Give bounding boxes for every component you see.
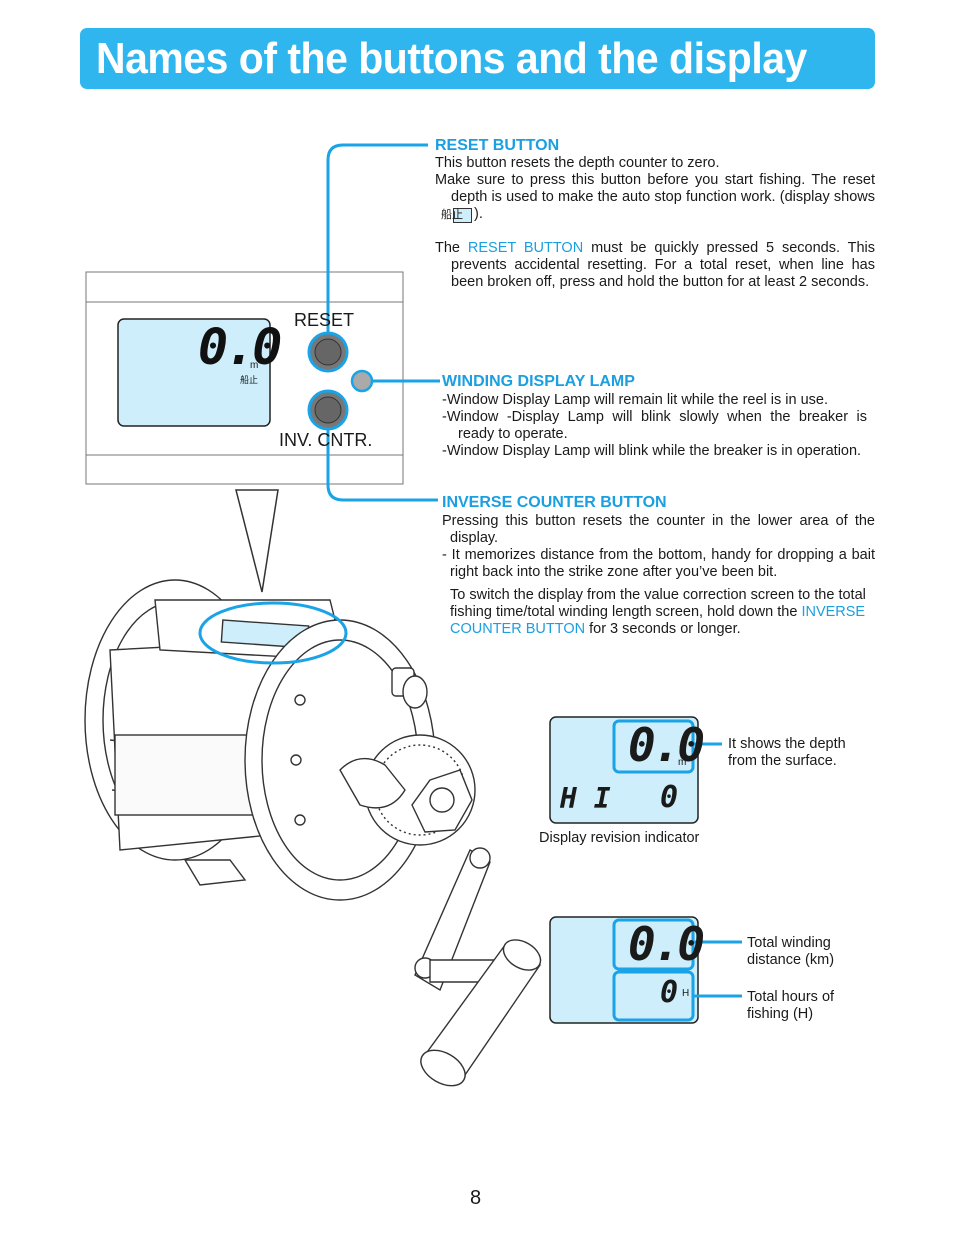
inverse-line3-rest: for 3 seconds or longer. [589, 621, 741, 637]
display-2 [549, 916, 742, 1024]
inverse-button-ref: INVERSE COUNTER BUTTON [450, 604, 866, 637]
display2-lower-unit: H [682, 988, 690, 999]
control-panel [85, 271, 404, 485]
display1-lower-left: H I [560, 782, 611, 815]
title-bar: Names of the buttons and the display [80, 28, 875, 89]
display2-lower-value: 0 [660, 975, 679, 1010]
winding-item1: -Window Display Lamp will remain lit whi… [442, 392, 828, 408]
display2-value: 0.0 [628, 917, 705, 971]
page-number: 8 [470, 1187, 482, 1209]
reset-line2-text: Make sure to press this button before yo… [435, 172, 875, 205]
auto-stop-badge: 船止 [441, 208, 472, 223]
reset-line3-rest: must be quickly pressed 5 seconds. This … [451, 240, 875, 290]
reset-line1: This button resets the depth counter to … [435, 155, 720, 171]
inverse-line3-text: To switch the display from the value cor… [450, 587, 866, 620]
reset-button-ref: RESET BUTTON [467, 240, 584, 256]
inverse-line3: To switch the display from the value cor… [442, 587, 875, 638]
page-title: Names of the buttons and the display [96, 34, 807, 83]
display1-lower-right: 0 [660, 780, 679, 815]
display1-value: 0.0 [628, 718, 705, 772]
reset-heading: RESET BUTTON [435, 137, 560, 154]
leader-lines [326, 143, 440, 502]
winding-heading: WINDING DISPLAY LAMP [442, 373, 635, 390]
reset-line2: Make sure to press this button before yo… [435, 172, 875, 223]
reset-line2-end: ). [474, 206, 483, 222]
inv-cntr-label: INV. CNTR. [279, 430, 373, 450]
inverse-line2: - It memorizes distance from the bottom,… [442, 547, 875, 580]
reset-description: This button resets the depth counter to … [435, 155, 875, 291]
reset-line3-text: The [435, 240, 460, 256]
display-1 [549, 716, 722, 824]
winding-item2: -Window -Display Lamp will blink slowly … [442, 409, 867, 442]
winding-item3: -Window Display Lamp will blink while th… [442, 443, 862, 459]
revision-indicator-label: Display revision indicator [539, 830, 700, 846]
panel-lcd-unit: m [250, 360, 259, 371]
inverse-heading: INVERSE COUNTER BUTTON [442, 494, 667, 511]
reset-label: RESET [294, 310, 355, 330]
pointer-triangle [235, 489, 279, 593]
display1-unit: m [678, 757, 687, 768]
inverse-description: Pressing this button resets the counter … [442, 513, 875, 638]
fishing-hours-label: Total hours of fishing (H) [747, 989, 835, 1022]
reset-line3: The RESET BUTTON must be quickly pressed… [435, 240, 875, 291]
winding-description: -Window Display Lamp will remain lit whi… [442, 392, 867, 460]
panel-lcd-kanji: 船止 [240, 375, 259, 385]
reel-display-highlight [198, 601, 348, 665]
panel-lcd [117, 318, 271, 427]
winding-lamp-graphic [350, 369, 374, 393]
winding-distance-label: Total winding distance (km) [747, 935, 835, 968]
reel-illustration [84, 579, 542, 1087]
depth-label: It shows the depth from the surface. [728, 736, 846, 769]
panel-lcd-value: 0.0 [198, 318, 282, 376]
inverse-line1: Pressing this button resets the counter … [442, 513, 875, 546]
